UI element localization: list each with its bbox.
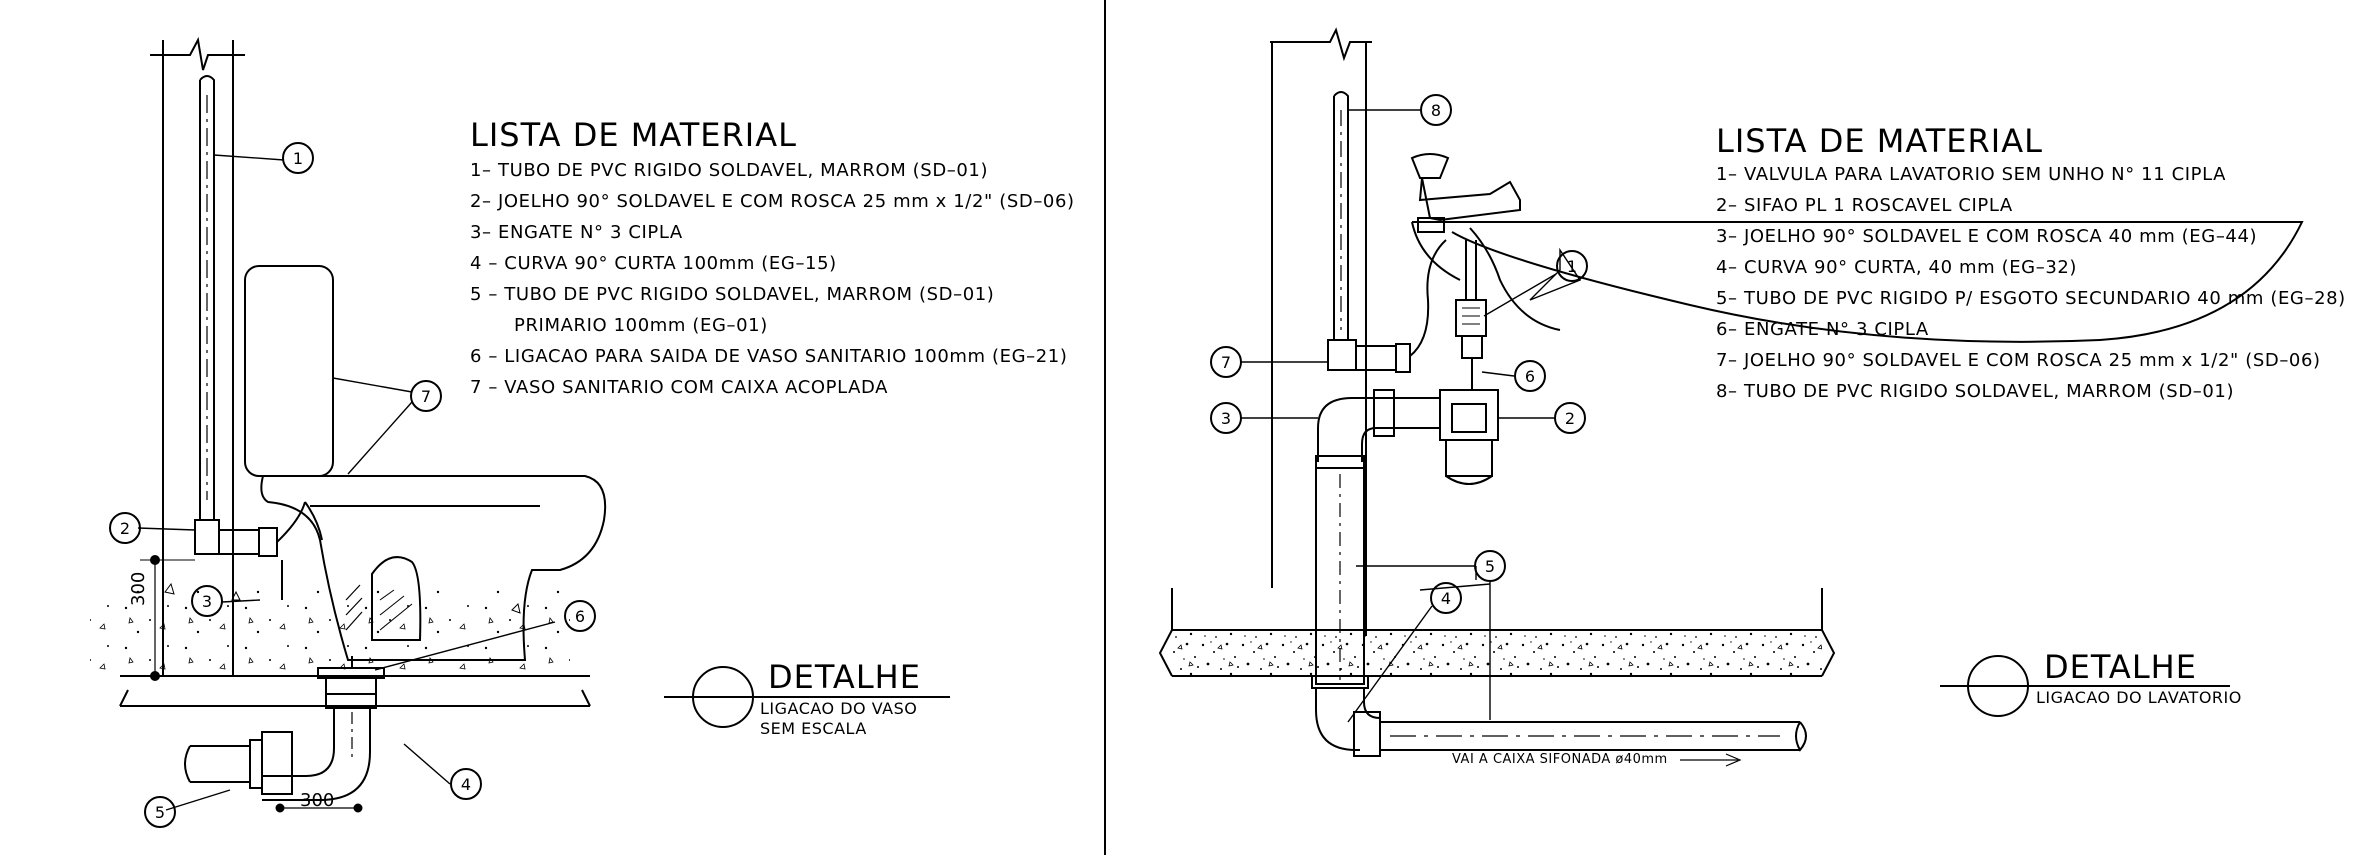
dim-horizontal: 300 [300, 790, 335, 811]
right-detail-subtitle: LIGACAO DO LAVATORIO [2036, 688, 2242, 707]
right-item-7: 7– JOELHO 90° SOLDAVEL E COM ROSCA 25 mm… [1716, 350, 2321, 371]
callout-2: 2 [1565, 409, 1575, 428]
drain-note: VAI A CAIXA SIFONADA ø40mm [1452, 752, 1668, 767]
callout-7: 7 [421, 387, 431, 406]
callout-7: 7 [1221, 353, 1231, 372]
callout-3: 3 [1221, 409, 1231, 428]
lavatory-detail-right [1158, 27, 2304, 767]
left-detail-title: DETALHE [768, 658, 921, 696]
callout-4: 4 [1441, 589, 1451, 608]
callout-2: 2 [120, 519, 130, 538]
right-item-1: 1– VALVULA PARA LAVATORIO SEM UNHO N° 11… [1716, 164, 2227, 185]
right-list-title: LISTA DE MATERIAL [1716, 122, 2043, 160]
left-item-5: 5 – TUBO DE PVC RIGIDO SOLDAVEL, MARROM … [470, 284, 995, 305]
callout-8: 8 [1431, 101, 1441, 120]
right-item-2: 2– SIFAO PL 1 ROSCAVEL CIPLA [1716, 195, 2013, 216]
callout-3: 3 [202, 592, 212, 611]
right-callout-numbers: 8 7 3 1 6 2 5 4 [1221, 101, 1577, 608]
callout-6: 6 [575, 607, 585, 626]
left-item-1: 1– TUBO DE PVC RIGIDO SOLDAVEL, MARROM (… [470, 160, 989, 181]
right-detail-title: DETALHE [2044, 648, 2197, 686]
panel-divider [1104, 0, 1106, 855]
callout-1: 1 [1567, 257, 1577, 276]
right-item-5: 5– TUBO DE PVC RIGIDO P/ ESGOTO SECUNDAR… [1716, 288, 2346, 309]
right-item-3: 3– JOELHO 90° SOLDAVEL E COM ROSCA 40 mm… [1716, 226, 2258, 247]
left-list-title: LISTA DE MATERIAL [470, 116, 797, 154]
left-detail-subtitle-2: SEM ESCALA [760, 719, 867, 738]
right-item-6: 6– ENGATE N° 3 CIPLA [1716, 319, 1929, 340]
toilet-detail-left [90, 36, 950, 828]
right-item-8: 8– TUBO DE PVC RIGIDO SOLDAVEL, MARROM (… [1716, 381, 2235, 402]
callout-4: 4 [461, 775, 471, 794]
left-callout-numbers: 1 2 3 4 5 6 7 [120, 149, 585, 822]
left-item-5-cont: PRIMARIO 100mm (EG–01) [514, 315, 768, 336]
left-item-6: 6 – LIGACAO PARA SAIDA DE VASO SANITARIO… [470, 346, 1068, 367]
left-item-3: 3– ENGATE N° 3 CIPLA [470, 222, 683, 243]
callout-6: 6 [1525, 367, 1535, 386]
dim-vertical: 300 [128, 571, 149, 606]
left-item-4: 4 – CURVA 90° CURTA 100mm (EG–15) [470, 253, 837, 274]
left-detail-subtitle-1: LIGACAO DO VASO [760, 699, 918, 718]
left-item-7: 7 – VASO SANITARIO COM CAIXA ACOPLADA [470, 377, 889, 398]
callout-5: 5 [1485, 557, 1495, 576]
callout-5: 5 [155, 803, 165, 822]
left-item-2: 2– JOELHO 90° SOLDAVEL E COM ROSCA 25 mm… [470, 191, 1075, 212]
callout-1: 1 [293, 149, 303, 168]
right-item-4: 4– CURVA 90° CURTA, 40 mm (EG–32) [1716, 257, 2078, 278]
